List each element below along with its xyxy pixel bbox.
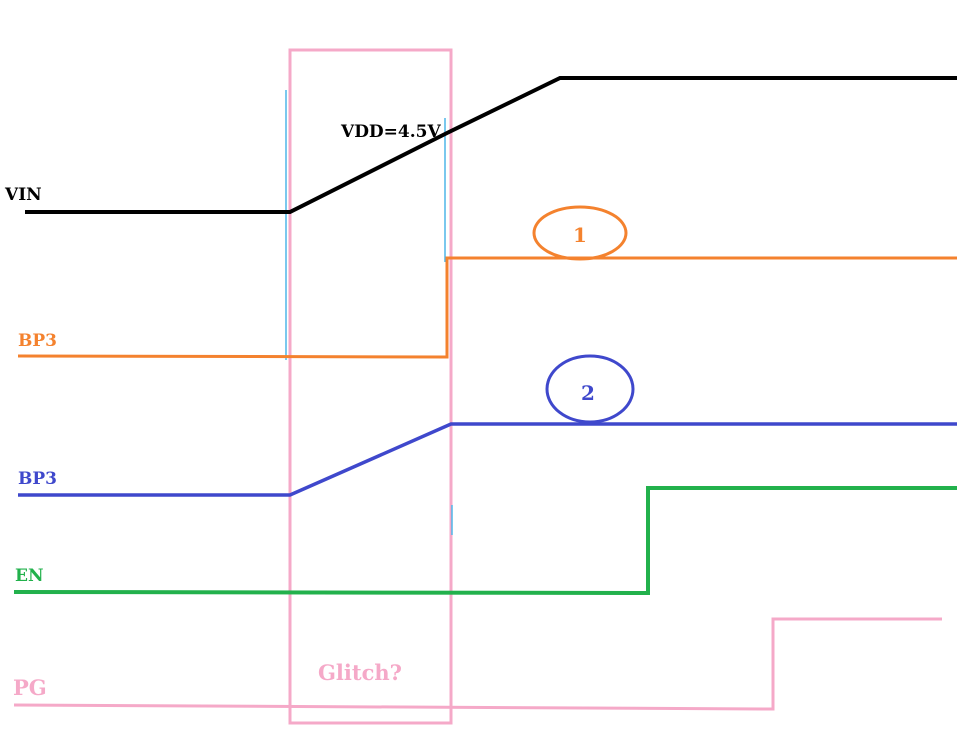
glitch-annotation: Glitch?: [318, 660, 402, 685]
pg-label: PG: [13, 675, 47, 700]
vdd-annotation: VDD=4.5V: [340, 122, 441, 142]
vin-label: VIN: [4, 185, 42, 205]
bp3-blue-label: BP3: [18, 469, 57, 489]
marker-ellipse-1: [532, 205, 628, 261]
vin-waveform: [25, 76, 957, 214]
bp3-orange-label: BP3: [18, 331, 57, 351]
en-waveform: [13, 486, 957, 596]
marker-1-label: 1: [573, 223, 587, 247]
marker-ellipse-2: [545, 354, 635, 424]
bp3-orange-waveform: [17, 256, 957, 359]
marker-2-label: 2: [581, 381, 595, 405]
en-label: EN: [15, 566, 44, 586]
pg-waveform: [13, 617, 942, 711]
bp3-blue-waveform: [18, 422, 957, 497]
glitch-window: [288, 48, 453, 725]
